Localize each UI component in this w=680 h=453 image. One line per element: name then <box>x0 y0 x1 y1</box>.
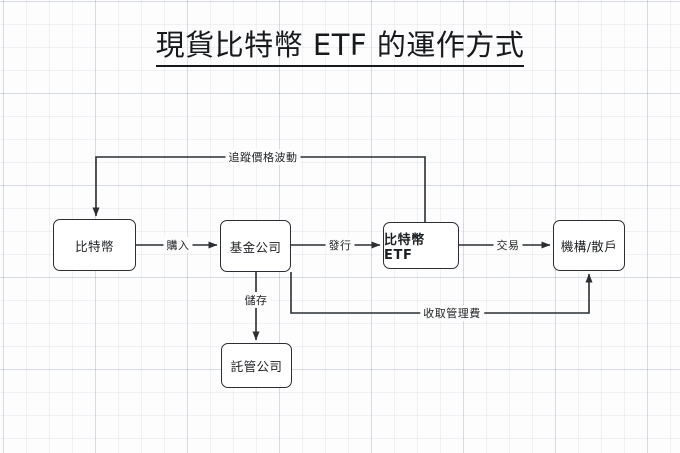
edge-label-fee: 收取管理費 <box>420 305 484 321</box>
edge-label-issue: 發行 <box>325 237 355 253</box>
node-investors[interactable]: 機構/散戶 <box>553 220 625 271</box>
node-investors-label: 機構/散戶 <box>560 239 618 254</box>
node-bitcoin-etf[interactable]: 比特幣 ETF <box>383 222 459 269</box>
page-title-text: 現貨比特幣 ETF 的運作方式 <box>155 28 525 67</box>
node-bitcoin-label: 比特幣 <box>75 238 114 254</box>
page-title: 現貨比特幣 ETF 的運作方式 <box>0 22 680 67</box>
node-fund-company[interactable]: 基金公司 <box>220 220 291 272</box>
edge-label-store: 儲存 <box>241 292 271 308</box>
node-custodian-label: 託管公司 <box>230 359 283 374</box>
node-fund-company-label: 基金公司 <box>229 239 282 255</box>
edge-label-track: 追蹤價格波動 <box>225 149 301 165</box>
node-bitcoin[interactable]: 比特幣 <box>53 219 136 271</box>
edge-label-trade: 交易 <box>493 237 523 253</box>
node-custodian[interactable]: 託管公司 <box>221 343 292 388</box>
edge-label-buy: 購入 <box>163 237 193 253</box>
node-bitcoin-etf-label: 比特幣 ETF <box>384 232 425 263</box>
edge-track-line <box>92 156 426 222</box>
